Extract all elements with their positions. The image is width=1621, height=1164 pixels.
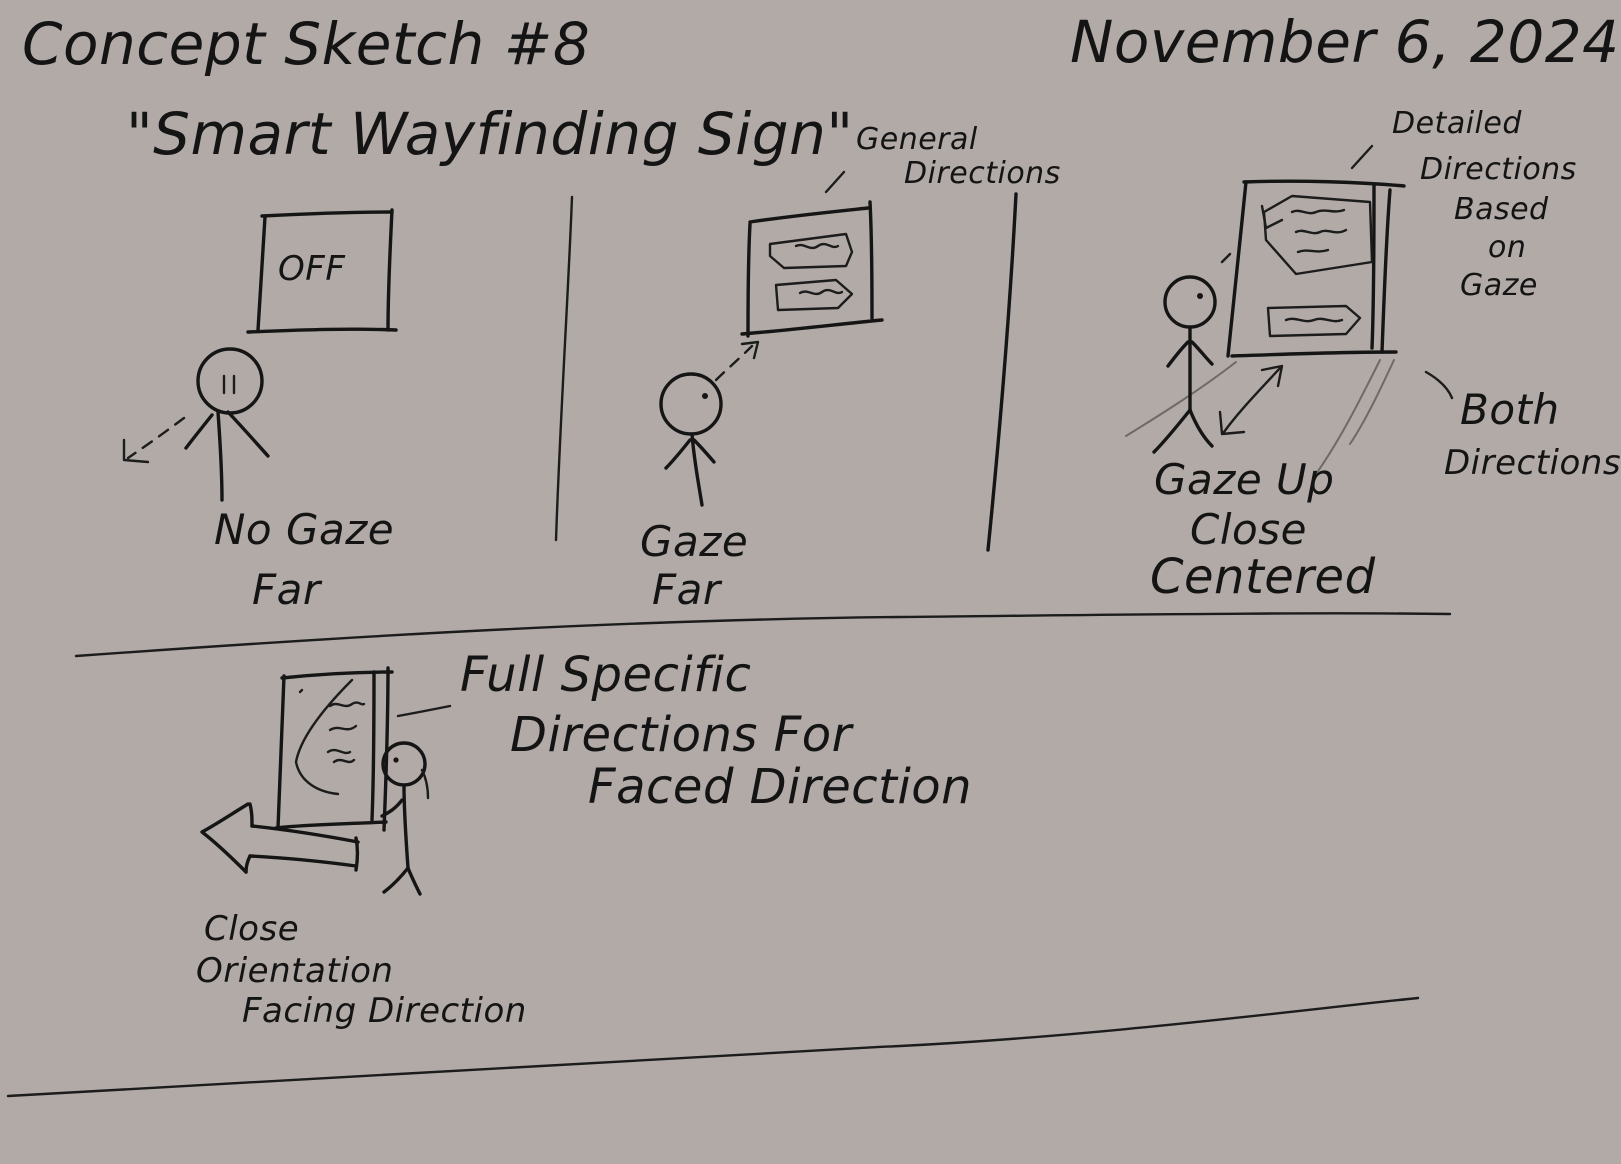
sketch-date: November 6, 2024	[1070, 8, 1620, 76]
panel-3-sign	[1226, 179, 1406, 358]
panel-2-sign	[740, 200, 884, 338]
panel-3-side-note-line2: Directions	[1444, 443, 1621, 483]
panel-3-callout-line3: Based	[1454, 192, 1549, 227]
panel-1-caption-line2: Far	[252, 565, 321, 614]
panel-3-side-note-line	[1424, 370, 1454, 400]
panel-divider-2	[986, 192, 1018, 552]
panel-3-caption-line1: Gaze Up	[1154, 455, 1335, 504]
panel-4-callout-line2: Directions For	[510, 707, 852, 763]
panel-3-gaze-dash	[1220, 252, 1232, 264]
panel-1-gaze-arrow	[122, 416, 186, 464]
panel-4-sign	[274, 666, 394, 832]
panel-3-floor-zone	[1125, 359, 1395, 475]
panel-3-double-arrow	[1218, 364, 1284, 436]
panel-4-stick-figure	[380, 741, 430, 896]
panel-4-callout-line1: Full Specific	[460, 647, 752, 703]
panel-2-gaze-arrow	[714, 340, 760, 382]
panel-3-callout-line2: Directions	[1420, 152, 1577, 187]
panel-2-callout-line2: Directions	[904, 156, 1061, 191]
panel-3-callout-line5: Gaze	[1460, 268, 1538, 303]
panel-3-callout-line1: Detailed	[1392, 106, 1522, 141]
panel-4-caption-line2: Orientation	[196, 951, 394, 991]
panel-2-callout-line	[824, 170, 846, 194]
row-divider-top	[74, 612, 1452, 658]
panel-3-caption-line2: Close	[1190, 505, 1307, 554]
panel-1-caption-line1: No Gaze	[214, 505, 395, 554]
panel-4-floor-arrow	[200, 802, 360, 874]
panel-2-caption-line1: Gaze	[640, 517, 749, 566]
panel-3-callout-line	[1350, 144, 1374, 170]
panel-4-caption-line1: Close	[204, 909, 300, 949]
panel-2-caption-line2: Far	[652, 565, 721, 614]
concept-name: "Smart Wayfinding Sign"	[126, 100, 854, 168]
panel-1-stick-figure	[184, 347, 270, 502]
panel-1-sign	[246, 208, 398, 334]
panel-3-caption-line3: Centered	[1150, 549, 1376, 605]
panel-4-callout-line3: Faced Direction	[588, 759, 973, 815]
row-divider-bottom	[6, 996, 1420, 1098]
panel-divider-1	[554, 195, 574, 542]
panel-2-stick-figure	[659, 372, 723, 507]
panel-4-callout-line	[396, 704, 452, 718]
panel-3-stick-figure	[1152, 275, 1217, 454]
sketch-title: Concept Sketch #8	[22, 10, 591, 78]
panel-2-callout-line1: General	[856, 122, 978, 157]
panel-4-caption-line3: Facing Direction	[242, 991, 527, 1031]
panel-3-callout-line4: on	[1488, 230, 1527, 265]
panel-3-side-note-line1: Both	[1460, 385, 1560, 434]
panel-1-sign-text: OFF	[278, 249, 346, 289]
